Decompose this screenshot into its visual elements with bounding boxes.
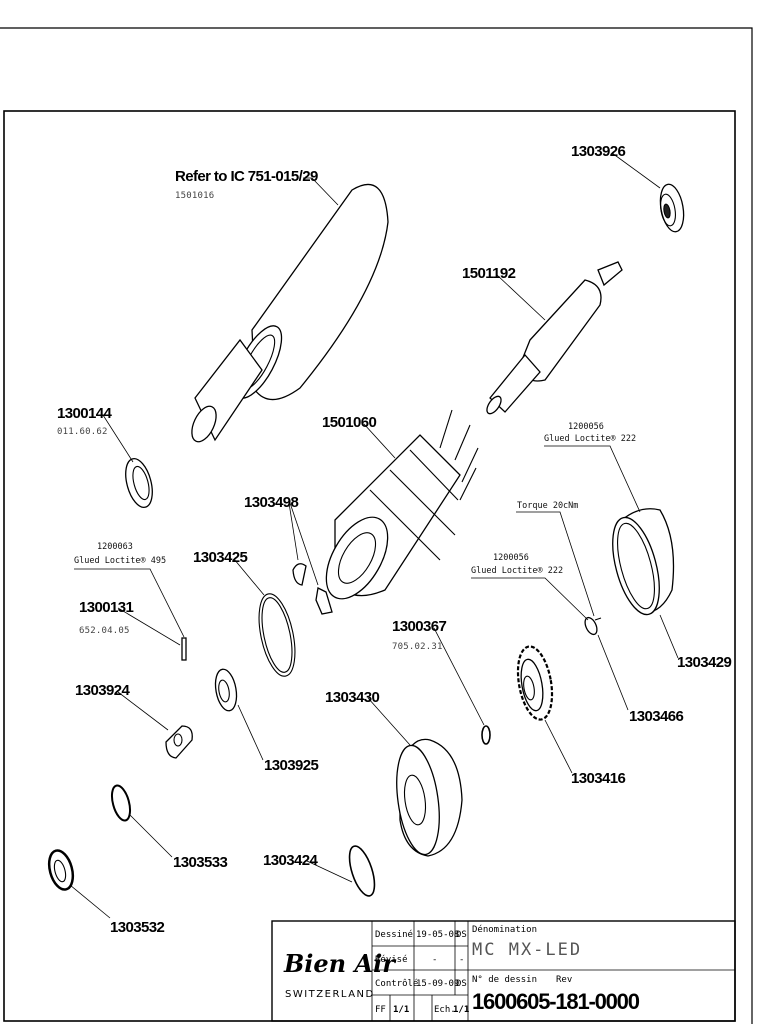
tb-ech-value: 1/1 xyxy=(453,1005,469,1015)
part-1303498-pads xyxy=(292,563,333,615)
tb-dessine-init: DS xyxy=(456,930,467,940)
part-1303424-oring xyxy=(348,845,376,897)
note-glue-222a: Glued Loctite® 222 xyxy=(544,434,636,444)
tb-drawing-number: 1600605-181-0000 xyxy=(472,989,640,1014)
label-1300144: 1300144 xyxy=(57,405,112,422)
tb-ff-value: 1/1 xyxy=(393,1005,409,1015)
part-1303466-screw xyxy=(584,616,602,636)
tb-revise-init: - xyxy=(459,955,464,965)
part-1303532-nut xyxy=(47,849,75,891)
note-torque: Torque 20cNm xyxy=(517,501,578,511)
label-1303429: 1303429 xyxy=(677,654,731,671)
part-1303416-gear xyxy=(516,645,554,721)
label-1300367: 1300367 xyxy=(392,618,446,635)
part-1303924-clip xyxy=(165,725,193,759)
label-1303926: 1303926 xyxy=(571,143,625,160)
sublabel-1501016: 1501016 xyxy=(175,191,214,201)
tb-ech-label: Ech. xyxy=(434,1005,456,1015)
note-glue-222b-code: 1200056 xyxy=(493,553,529,563)
note-glue-222b: Glued Loctite® 222 xyxy=(471,566,563,576)
label-1501060: 1501060 xyxy=(322,414,376,431)
label-1303925: 1303925 xyxy=(264,757,318,774)
label-1303424: 1303424 xyxy=(263,852,318,869)
part-1300144-ring xyxy=(125,458,153,508)
tb-revise-label: Révisé xyxy=(375,954,408,965)
brand-logo: Bien Air xyxy=(283,949,397,978)
part-1501192-shaft xyxy=(486,261,623,415)
tb-rev-label: Rev xyxy=(556,975,572,985)
part-1501016-sleeve xyxy=(191,184,389,443)
tb-controle-label: Contrôlé xyxy=(375,978,418,989)
part-1303425-oring-inner xyxy=(261,597,293,673)
label-1303416: 1303416 xyxy=(571,770,625,787)
tb-denomination: MC MX-LED xyxy=(472,940,582,960)
label-1303533: 1303533 xyxy=(173,854,227,871)
part-1303429-sleeve xyxy=(612,508,675,616)
part-1303430-housing xyxy=(396,738,463,857)
part-1501060-motor xyxy=(325,409,479,600)
label-1303532: 1303532 xyxy=(110,919,164,936)
sublabel-1300144: 011.60.62 xyxy=(57,427,108,437)
note-glue-222a-code: 1200056 xyxy=(568,422,604,432)
part-1303425-oring xyxy=(258,593,296,677)
outer-frame xyxy=(0,27,753,1024)
leader-lines xyxy=(69,152,679,919)
tb-ff-label: FF xyxy=(375,1005,386,1015)
brand-country: SWITZERLAND xyxy=(285,989,375,1000)
tb-controle-init: DS xyxy=(456,979,467,989)
label-1300131: 1300131 xyxy=(79,599,133,616)
label-1303466: 1303466 xyxy=(629,708,683,725)
label-1501192: 1501192 xyxy=(462,265,516,282)
tb-dessine-label: Dessiné xyxy=(375,929,413,940)
note-glue-495: Glued Loctite® 495 xyxy=(74,556,166,566)
part-1303925-bearing xyxy=(214,668,238,712)
label-1303425: 1303425 xyxy=(193,549,247,566)
part-1300367-ring xyxy=(481,725,491,745)
label-1303924: 1303924 xyxy=(75,682,130,699)
tb-revise-date: - xyxy=(432,955,437,965)
label-1501016: Refer to IC 751-015/29 xyxy=(175,168,318,185)
part-1300131-pin xyxy=(181,637,187,661)
part-1303533-ring xyxy=(110,784,132,822)
sublabel-1300367: 705.02.31 xyxy=(392,642,443,652)
label-1303498: 1303498 xyxy=(244,494,298,511)
tb-denomination-label: Dénomination xyxy=(472,924,537,935)
tb-dessine-date: 19-05-08 xyxy=(416,930,459,940)
sublabel-1300131: 652.04.05 xyxy=(79,626,130,636)
tb-dessin-label: N° de dessin xyxy=(472,975,537,985)
label-1303430: 1303430 xyxy=(325,689,379,706)
title-block xyxy=(271,920,736,1022)
part-1303926-bearing xyxy=(659,183,685,233)
tb-controle-date: 15-09-09 xyxy=(416,979,459,989)
note-glue-495-code: 1200063 xyxy=(97,542,133,552)
